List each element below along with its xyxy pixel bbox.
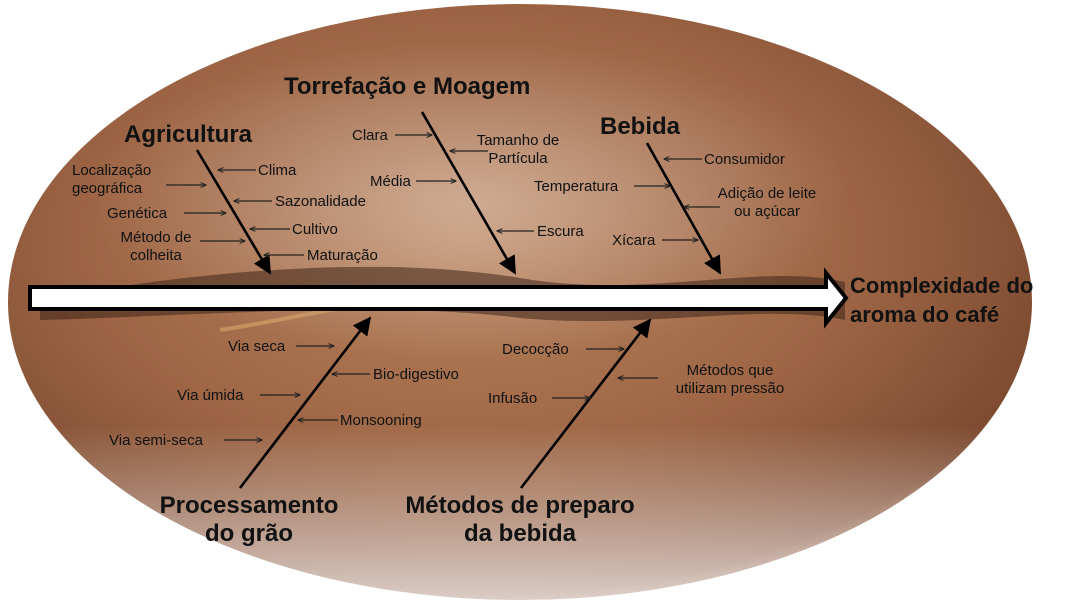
cause-adicao-line-2: ou açúcar — [700, 203, 834, 221]
cause-metodo-line-1: Método de — [110, 229, 202, 247]
cause-tamanho-particula: Tamanho de Partícula — [466, 132, 570, 168]
cause-tamanho-line-1: Tamanho de — [466, 132, 570, 150]
heading-torrefacao: Torrefação e Moagem — [284, 73, 530, 101]
cause-monsooning: Monsooning — [340, 412, 422, 430]
cause-localizacao-line-1: Localização — [72, 162, 151, 180]
cause-media: Média — [370, 173, 411, 191]
outcome-label: Complexidade do aroma do café — [850, 271, 1033, 329]
cause-clima: Clima — [258, 162, 296, 180]
cause-escura: Escura — [537, 223, 584, 241]
cause-adicao-line-1: Adição de leite — [700, 185, 834, 203]
heading-bebida: Bebida — [600, 113, 680, 141]
cause-infusao: Infusão — [488, 390, 537, 408]
cause-via-semi-seca: Via semi-seca — [109, 432, 203, 450]
heading-metodos-line-1: Métodos de preparo — [396, 492, 644, 520]
cause-xicara: Xícara — [612, 232, 655, 250]
cause-metodos-pressao: Métodos que utilizam pressão — [660, 362, 800, 398]
cause-pressao-line-1: Métodos que — [660, 362, 800, 380]
cause-clara: Clara — [352, 127, 388, 145]
cause-temperatura: Temperatura — [534, 178, 618, 196]
cause-via-umida: Via úmida — [177, 387, 243, 405]
cause-via-seca: Via seca — [228, 338, 285, 356]
cause-genetica: Genética — [107, 205, 167, 223]
outcome-line-1: Complexidade do — [850, 271, 1033, 300]
cause-adicao-leite-acucar: Adição de leite ou açúcar — [700, 185, 834, 221]
heading-processamento-line-2: do grão — [143, 520, 355, 548]
cause-tamanho-line-2: Partícula — [466, 150, 570, 168]
cause-pressao-line-2: utilizam pressão — [660, 380, 800, 398]
heading-agricultura: Agricultura — [124, 121, 252, 149]
cause-cultivo: Cultivo — [292, 221, 338, 239]
outcome-line-2: aroma do café — [850, 300, 1033, 329]
cause-maturacao: Maturação — [307, 247, 378, 265]
cause-metodo-line-2: colheita — [110, 247, 202, 265]
heading-processamento: Processamento do grão — [143, 492, 355, 548]
cause-sazonalidade: Sazonalidade — [275, 193, 366, 211]
cause-decoccao: Decocção — [502, 341, 569, 359]
heading-metodos-line-2: da bebida — [396, 520, 644, 548]
cause-metodo-colheita: Método de colheita — [110, 229, 202, 265]
heading-processamento-line-1: Processamento — [143, 492, 355, 520]
heading-metodos: Métodos de preparo da bebida — [396, 492, 644, 548]
cause-bio-digestivo: Bio-digestivo — [373, 366, 459, 384]
cause-localizacao-geografica: Localização geográfica — [72, 162, 151, 198]
cause-localizacao-line-2: geográfica — [72, 180, 151, 198]
cause-consumidor: Consumidor — [704, 151, 785, 169]
